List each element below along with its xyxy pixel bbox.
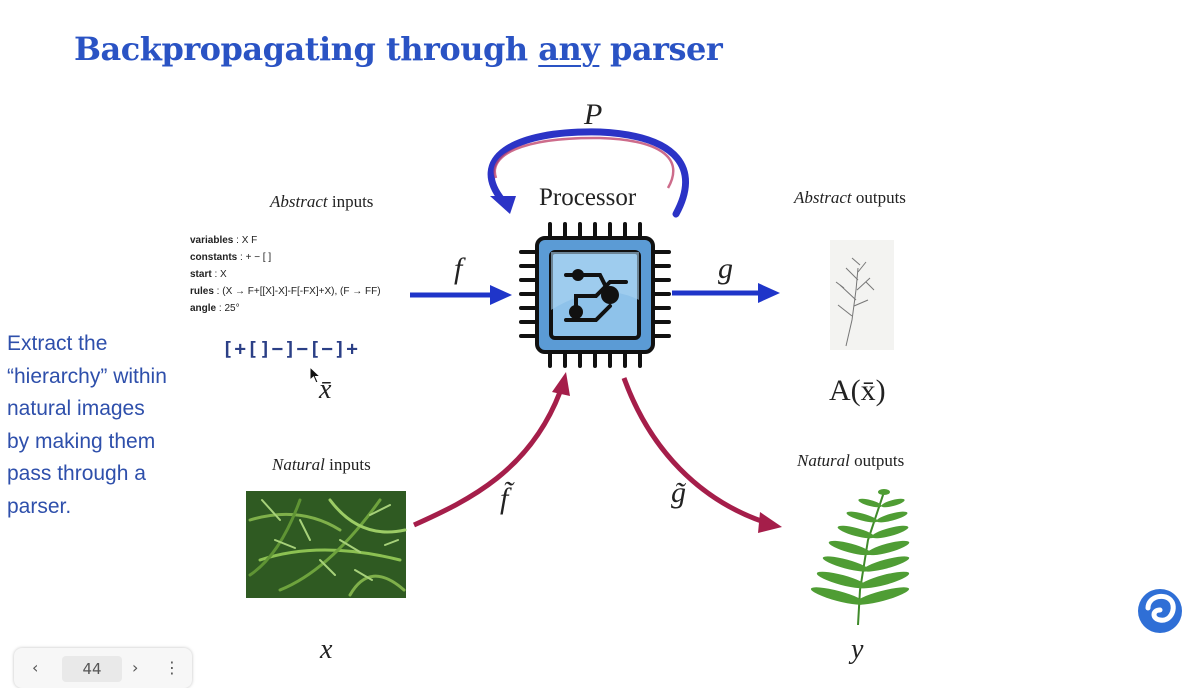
abstract-outputs-emph: Abstract	[794, 188, 852, 207]
symbol-sequence: [+[]−]−[−]+	[222, 338, 359, 360]
abstract-inputs-label: Abstract inputs	[270, 192, 373, 212]
brand-logo-icon	[1138, 589, 1182, 633]
arrow-g-tilde-label: g̃	[671, 476, 686, 509]
rule-line: variables : X F	[190, 232, 381, 249]
natural-inputs-emph: Natural	[272, 455, 325, 474]
arrow-f-tilde-head	[552, 372, 570, 396]
rule-key: start	[190, 269, 212, 280]
loop-label: P	[584, 98, 603, 131]
fern-photo-texture	[248, 498, 407, 597]
arrow-f-tilde-label: f̃	[500, 482, 509, 515]
rule-key: variables	[190, 235, 234, 246]
loop-arrowhead	[490, 196, 516, 214]
rule-line: constants : + − [ ]	[190, 249, 381, 266]
arrow-f-tilde	[412, 391, 563, 528]
arrow-g-tilde	[621, 377, 765, 525]
loop-arrow-highlight	[493, 136, 675, 189]
diagram-arrows	[246, 128, 1182, 633]
abstract-output-image	[830, 240, 894, 350]
x-bar-label: x̄	[319, 374, 332, 405]
more-options-icon[interactable]: ⋮	[164, 658, 180, 677]
mouse-cursor-icon	[309, 366, 322, 384]
abstract-tree-icon	[835, 257, 875, 347]
natural-outputs-emph: Natural	[797, 451, 850, 470]
page-number[interactable]: 44	[62, 656, 122, 682]
a-x-bar-label: A(x̄)	[829, 374, 886, 407]
title-emphasis: any	[538, 30, 600, 68]
rule-key: constants	[190, 252, 238, 263]
natural-inputs-label: Natural inputs	[272, 455, 371, 475]
natural-outputs-label: Natural outputs	[797, 451, 904, 471]
slide-title: Backpropagating through any parser	[74, 30, 723, 68]
rule-line: start : X	[190, 266, 381, 283]
natural-input-image	[246, 491, 406, 598]
rule-value: : 25°	[216, 303, 240, 314]
arrow-g-head	[758, 283, 780, 303]
y-label: y	[851, 634, 864, 665]
processor-label: Processor	[539, 184, 637, 211]
side-caption: Extract the “hierarchy” within natural i…	[7, 332, 167, 518]
rule-line: rules : (X → F+[[X]-X]-F[-FX]+X), (F → F…	[190, 283, 381, 300]
loop-arrow	[487, 128, 689, 218]
abstract-outputs-rest: outputs	[851, 188, 906, 207]
rule-value: : X F	[233, 235, 258, 246]
fern-leaf-icon	[810, 489, 910, 626]
abstract-inputs-rest: inputs	[327, 192, 374, 211]
arrow-f-head	[490, 285, 512, 305]
natural-outputs-rest: outputs	[849, 451, 905, 470]
title-text: Backpropagating through	[74, 30, 539, 68]
rule-value: : (X → F+[[X]-X]-F[-FX]+X), (F → FF)	[213, 286, 381, 297]
rule-key: angle	[190, 303, 217, 314]
abstract-outputs-label: Abstract outputs	[794, 188, 906, 208]
abstract-inputs-emph: Abstract	[270, 192, 328, 211]
x-label: x	[320, 634, 333, 665]
next-slide-button[interactable]: ›	[132, 658, 139, 677]
arrow-g-tilde-head	[758, 512, 782, 533]
rule-value: : X	[211, 269, 227, 280]
rule-key: rules	[190, 286, 214, 297]
lsystem-rules: variables : X F constants : + − [ ] star…	[190, 232, 381, 317]
slide-navigation: ‹ 44 › ⋮	[14, 648, 192, 688]
processor-chip-icon	[519, 222, 671, 368]
arrow-f-label: f	[454, 252, 463, 285]
title-text-end: parser	[599, 30, 723, 68]
arrow-g-label: g	[718, 252, 733, 285]
prev-slide-button[interactable]: ‹	[32, 658, 39, 677]
rule-value: : + − [ ]	[237, 252, 272, 263]
rule-line: angle : 25°	[190, 300, 381, 317]
natural-inputs-rest: inputs	[324, 455, 371, 474]
